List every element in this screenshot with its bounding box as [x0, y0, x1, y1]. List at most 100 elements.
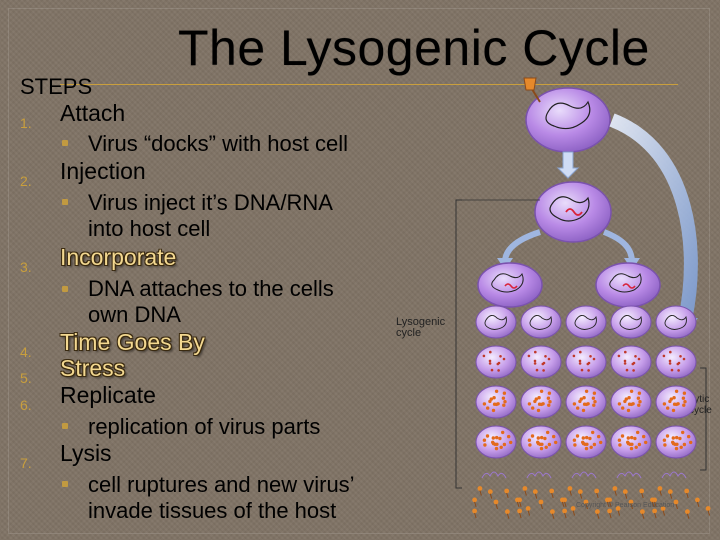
- phage-particle: [652, 497, 657, 508]
- phage-particle: [532, 489, 538, 499]
- bullet: [62, 140, 68, 146]
- step-detail: Virus “docks” with host cell: [88, 131, 349, 156]
- small-cell: [610, 305, 652, 339]
- ruptured-cell-remnant: [526, 471, 552, 479]
- ruptured-cell-remnant: [481, 471, 507, 479]
- small-cell: [475, 345, 517, 379]
- step-label: Injection: [60, 158, 146, 184]
- step-detail: invade tissues of the host: [88, 498, 337, 523]
- infected-cell-top: [525, 87, 611, 153]
- image-credit: Copyright © Pearson Education: [576, 502, 675, 509]
- small-cell: [655, 425, 697, 459]
- phage-particle: [570, 506, 576, 516]
- phage-particle: [525, 506, 531, 516]
- phage-particle: [493, 499, 499, 510]
- small-cell: [565, 305, 607, 339]
- step-detail: cell ruptures and new virus’: [88, 472, 355, 497]
- bullet: [62, 423, 68, 429]
- small-cell: [475, 385, 517, 419]
- phage-particle: [657, 486, 663, 496]
- small-cell: [610, 385, 652, 419]
- ruptured-cell-remnant: [616, 471, 642, 479]
- phage-particle: [472, 497, 477, 508]
- step-label: Lysis: [60, 440, 112, 466]
- step-number: 6.: [20, 397, 32, 413]
- phage-particle: [477, 486, 483, 496]
- step-detail: Virus inject it’s DNA/RNA: [88, 190, 333, 215]
- step-detail: into host cell: [88, 216, 211, 241]
- lysogenic-cycle-diagram: Lysogenic cycle Lytic cycle: [396, 77, 712, 519]
- bullet: [62, 199, 68, 205]
- step-detail: own DNA: [88, 302, 181, 327]
- step-label: Attach: [60, 100, 126, 126]
- step-number: 3.: [20, 259, 32, 275]
- phage-particle: [567, 486, 573, 496]
- phage-particle: [595, 509, 600, 519]
- phage-particle: [612, 486, 618, 496]
- step-label: Incorporate: [60, 244, 177, 270]
- step-number: 7.: [20, 455, 32, 471]
- phage-particle: [684, 488, 690, 499]
- phage-particle: [517, 508, 522, 519]
- phage-particle: [628, 499, 634, 510]
- small-cell: [520, 425, 562, 459]
- phage-particle: [667, 489, 673, 499]
- step-number: 5.: [20, 370, 32, 386]
- bullet: [62, 481, 68, 487]
- lytic-label: cycle: [689, 405, 712, 416]
- lysogenic-label: cycle: [396, 327, 421, 339]
- ruptured-cell-remnant: [661, 471, 687, 479]
- phage-particle: [504, 488, 510, 499]
- step-label: Time Goes By: [60, 329, 205, 355]
- phage-particle: [538, 499, 544, 510]
- small-cell: [655, 305, 697, 339]
- small-cell: [655, 345, 697, 379]
- phage-particle: [517, 497, 522, 508]
- phage-particle: [695, 497, 700, 508]
- phage-particle: [549, 488, 555, 499]
- small-cell: [520, 345, 562, 379]
- phage-particle: [685, 509, 690, 519]
- bullet: [62, 286, 68, 292]
- phage-particle: [562, 497, 567, 508]
- small-cell: [520, 385, 562, 419]
- small-cell: [610, 345, 652, 379]
- lysogenic-label: Lysogenic: [396, 316, 446, 328]
- phage-particle: [583, 499, 589, 510]
- small-cell: [565, 345, 607, 379]
- phage-particle: [487, 489, 493, 499]
- cell-with-injected-dna: [534, 181, 612, 243]
- step-label: Stress: [60, 355, 126, 381]
- lysogenic-daughter-cells: [477, 262, 661, 308]
- small-cell: [565, 425, 607, 459]
- step-label: Replicate: [60, 382, 156, 408]
- phage-particle: [505, 509, 510, 519]
- step-detail: replication of virus parts: [88, 414, 321, 439]
- step-number: 1.: [20, 115, 32, 131]
- lysis-bursts: [472, 471, 711, 519]
- phage-particle: [622, 489, 628, 499]
- small-cell: [475, 425, 517, 459]
- lytic-label: Lytic: [689, 394, 709, 405]
- phage-particle: [705, 506, 711, 516]
- phage-particle: [607, 497, 612, 508]
- cell-grid: [475, 305, 697, 459]
- phage-particle: [472, 508, 477, 519]
- small-cell: [655, 385, 697, 419]
- step-detail: DNA attaches to the cells: [88, 276, 334, 301]
- phage-particle: [562, 508, 567, 519]
- slide-frame: [8, 8, 710, 534]
- small-cell: [520, 305, 562, 339]
- title-rule: [60, 84, 678, 85]
- slide-title: The Lysogenic Cycle: [178, 20, 650, 76]
- phage-particle: [673, 499, 679, 510]
- steps-heading: STEPS: [20, 74, 93, 99]
- small-cell: [475, 305, 517, 339]
- phage-particle: [550, 509, 555, 519]
- phage-particle: [615, 506, 621, 516]
- phage-particle: [577, 489, 583, 499]
- step-number: 4.: [20, 344, 32, 360]
- phage-particle: [522, 486, 528, 496]
- phage-particle: [639, 488, 645, 499]
- phage-particle: [640, 509, 645, 519]
